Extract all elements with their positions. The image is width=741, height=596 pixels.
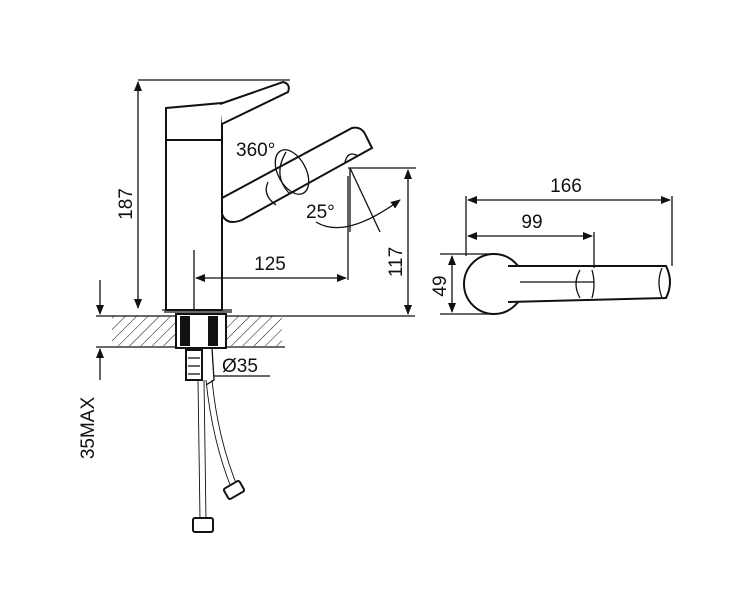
dim-body-width: 49	[430, 275, 451, 296]
dim-top-length: 166	[550, 176, 582, 197]
label-tilt: 25°	[306, 202, 335, 223]
handle-lever	[219, 80, 290, 125]
spout	[221, 126, 374, 223]
lever-top	[507, 265, 671, 303]
supply-hoses	[185, 347, 246, 533]
dim-handle-length: 99	[521, 212, 542, 233]
faucet-top-view: 166 99 49	[430, 176, 673, 315]
label-rotation: 360°	[236, 140, 275, 161]
dim-max-thickness: 35MAX	[78, 397, 99, 460]
faucet-side-view: 187 125 117 360° 25° Ø35 35MAX	[78, 79, 416, 533]
dim-spout-height: 117	[386, 247, 407, 277]
dim-hole-diameter: Ø35	[222, 356, 258, 377]
dim-spout-reach: 125	[254, 254, 286, 275]
handle-cap	[165, 101, 223, 141]
dim-height-total: 187	[116, 188, 137, 220]
